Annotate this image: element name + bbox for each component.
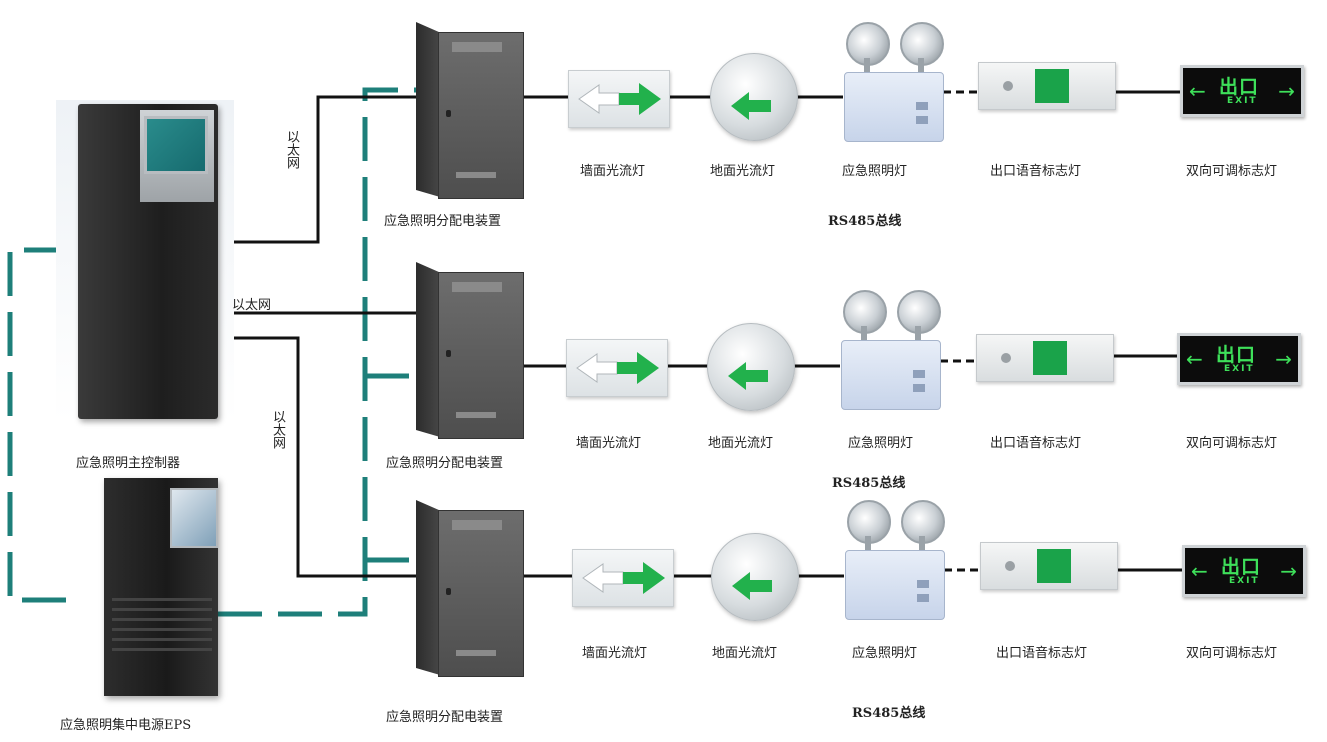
emergency-light-label-3: 应急照明灯	[852, 646, 918, 661]
arrow-right-icon: →	[1280, 559, 1297, 583]
exit-voice-sign-label-3: 出口语音标志灯	[996, 646, 1088, 661]
arrow-left-icon: ←	[1189, 79, 1206, 103]
running-man-icon	[1037, 549, 1071, 583]
emergency-light-2	[835, 290, 945, 410]
bidirectional-sign-label-2: 双向可调标志灯	[1186, 436, 1278, 451]
ethernet-label-2: 以太网	[232, 298, 272, 313]
distribution-box-label-2: 应急照明分配电装置	[386, 456, 504, 471]
floor-light-label-3: 地面光流灯	[712, 646, 778, 661]
bidirectional-sign-label-3: 双向可调标志灯	[1186, 646, 1278, 661]
double-arrow-icon	[578, 83, 661, 115]
emergency-light-label-2: 应急照明灯	[848, 436, 914, 451]
double-arrow-icon	[582, 562, 665, 594]
bus-label-3: RS485总线	[852, 706, 926, 721]
double-arrow-icon	[576, 352, 659, 384]
ethernet-label-3: 以太网	[270, 410, 285, 449]
distribution-box-label-1: 应急照明分配电装置	[384, 214, 502, 229]
main-controller-cabinet	[78, 104, 218, 419]
exit-voice-sign-1	[978, 62, 1116, 110]
left-arrow-icon	[732, 572, 772, 600]
eps-screen	[170, 488, 218, 548]
main-controller-label: 应急照明主控制器	[76, 456, 181, 471]
floor-light-label-2: 地面光流灯	[708, 436, 774, 451]
bidirectional-sign-label-1: 双向可调标志灯	[1186, 164, 1278, 179]
eps-power-links	[7, 87, 418, 617]
eps-label: 应急照明集中电源EPS	[60, 718, 192, 733]
bidirectional-sign-3: ← 出口 EXIT →	[1182, 545, 1306, 597]
distribution-box-1	[416, 22, 524, 199]
running-man-icon	[1033, 341, 1067, 375]
distribution-box-label-3: 应急照明分配电装置	[386, 710, 504, 725]
bidirectional-sign-1: ← 出口 EXIT →	[1180, 65, 1304, 117]
floor-light-label-1: 地面光流灯	[710, 164, 776, 179]
exit-voice-sign-label-2: 出口语音标志灯	[990, 436, 1082, 451]
wall-light-label-1: 墙面光流灯	[580, 164, 646, 179]
ethernet-label-1: 以太网	[284, 130, 299, 169]
floor-light-3	[711, 533, 799, 621]
left-arrow-icon	[731, 92, 771, 120]
controller-screen	[144, 116, 208, 174]
emergency-light-3	[839, 500, 949, 620]
exit-voice-sign-3	[980, 542, 1118, 590]
bus-label-2: RS485总线	[832, 476, 906, 491]
emergency-light-1	[838, 22, 948, 142]
arrow-right-icon: →	[1278, 79, 1295, 103]
arrow-right-icon: →	[1275, 347, 1292, 371]
floor-light-1	[710, 53, 798, 141]
bidirectional-sign-2: ← 出口 EXIT →	[1177, 333, 1301, 385]
wall-light-2	[566, 339, 668, 397]
distribution-box-3	[416, 500, 524, 677]
eps-cabinet	[104, 478, 218, 696]
bus-label-1: RS485总线	[828, 214, 902, 229]
floor-light-2	[707, 323, 795, 411]
exit-voice-sign-2	[976, 334, 1114, 382]
left-arrow-icon	[728, 362, 768, 390]
exit-voice-sign-label-1: 出口语音标志灯	[990, 164, 1082, 179]
wall-light-1	[568, 70, 670, 128]
wall-light-3	[572, 549, 674, 607]
arrow-left-icon: ←	[1191, 559, 1208, 583]
distribution-box-2	[416, 262, 524, 439]
ethernet-and-bus-lines	[220, 90, 1182, 578]
wall-light-label-3: 墙面光流灯	[582, 646, 648, 661]
running-man-icon	[1035, 69, 1069, 103]
emergency-light-label-1: 应急照明灯	[842, 164, 908, 179]
arrow-left-icon: ←	[1186, 347, 1203, 371]
wall-light-label-2: 墙面光流灯	[576, 436, 642, 451]
